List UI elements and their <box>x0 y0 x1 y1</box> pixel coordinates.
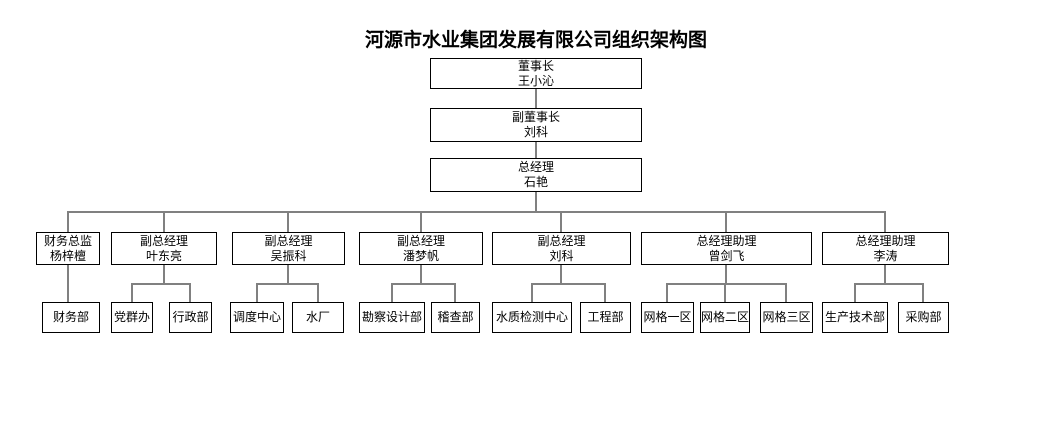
node-dept-0-0: 财务部 <box>42 302 100 333</box>
node-dept-4-0: 水质检测中心 <box>492 302 572 333</box>
connector-line <box>163 265 165 283</box>
connector-line <box>725 211 727 232</box>
dept-label: 工程部 <box>587 310 624 324</box>
dept-label: 稽查部 <box>437 310 474 324</box>
connector-line <box>560 211 562 232</box>
dept-label: 行政部 <box>172 310 209 324</box>
connector-line <box>531 283 533 302</box>
connector-line <box>131 283 133 302</box>
node-manager-0: 财务总监 杨梓檀 <box>36 232 100 265</box>
node-dept-2-0: 调度中心 <box>230 302 284 333</box>
role-label: 董事长 <box>517 58 554 73</box>
node-dept-6-1: 采购部 <box>898 302 949 333</box>
connector-line <box>725 265 727 283</box>
connector-line <box>189 283 191 302</box>
role-label: 总经理 <box>517 160 554 174</box>
node-general-manager: 总经理 石艳 <box>430 158 642 192</box>
connector-line <box>317 283 319 302</box>
dept-label: 水质检测中心 <box>495 310 568 324</box>
connector-line <box>256 283 258 302</box>
node-manager-6: 总经理助理 李涛 <box>822 232 949 265</box>
node-manager-4: 副总经理 刘科 <box>492 232 631 265</box>
role-label: 财务总监 <box>43 233 92 248</box>
connector-line <box>131 283 191 285</box>
role-label: 副董事长 <box>511 110 560 124</box>
dept-label: 生产技术部 <box>824 310 885 324</box>
node-dept-5-2: 网格三区 <box>760 302 813 333</box>
dept-label: 党群办 <box>113 310 150 324</box>
dept-label: 网格二区 <box>701 310 750 324</box>
connector-line <box>67 265 69 302</box>
dept-label: 勘察设计部 <box>361 310 422 324</box>
dept-label: 财务部 <box>52 310 89 324</box>
node-dept-1-1: 行政部 <box>169 302 212 333</box>
dept-label: 采购部 <box>905 310 942 324</box>
connector-line <box>420 265 422 283</box>
connector-line <box>163 211 165 232</box>
person-name: 王小沁 <box>517 73 554 88</box>
node-dept-1-0: 党群办 <box>111 302 153 333</box>
connector-line <box>854 283 856 302</box>
node-dept-6-0: 生产技术部 <box>822 302 888 333</box>
node-manager-5: 总经理助理 曾剑飞 <box>641 232 812 265</box>
role-label: 副总经理 <box>396 233 445 248</box>
role-label: 总经理助理 <box>696 233 757 248</box>
person-name: 杨梓檀 <box>49 248 86 263</box>
chart-title: 河源市水业集团发展有限公司组织架构图 <box>364 29 708 51</box>
connector-line <box>785 283 787 302</box>
node-dept-2-1: 水厂 <box>292 302 344 333</box>
dept-label: 调度中心 <box>232 310 281 324</box>
role-label: 副总经理 <box>537 233 586 248</box>
connector-line <box>884 265 886 283</box>
role-label: 副总经理 <box>264 233 313 248</box>
person-name: 叶东亮 <box>145 248 182 263</box>
node-manager-3: 副总经理 潘梦帆 <box>359 232 483 265</box>
node-dept-5-0: 网格一区 <box>641 302 694 333</box>
person-name: 刘科 <box>523 125 548 139</box>
dept-label: 网格一区 <box>643 310 692 324</box>
connector-line <box>256 283 319 285</box>
connector-line <box>666 283 668 302</box>
role-label: 副总经理 <box>139 233 188 248</box>
node-vice-chairman: 副董事长 刘科 <box>430 108 642 142</box>
connector-line <box>287 211 289 232</box>
person-name: 刘科 <box>549 248 574 263</box>
connector-line <box>67 211 69 232</box>
person-name: 曾剑飞 <box>708 248 745 263</box>
dept-label: 水厂 <box>305 310 330 324</box>
dept-label: 网格三区 <box>762 310 811 324</box>
person-name: 潘梦帆 <box>402 248 439 263</box>
connector-line <box>391 283 456 285</box>
connector-line <box>724 283 726 302</box>
connector-line <box>535 89 537 108</box>
person-name: 吴振科 <box>270 248 307 263</box>
connector-line <box>884 211 886 232</box>
connector-line <box>67 211 886 213</box>
connector-line <box>560 265 562 283</box>
connector-line <box>535 192 537 211</box>
node-dept-4-1: 工程部 <box>580 302 631 333</box>
connector-line <box>287 265 289 283</box>
node-dept-3-1: 稽查部 <box>431 302 480 333</box>
person-name: 石艳 <box>523 175 548 189</box>
connector-line <box>391 283 393 302</box>
role-label: 总经理助理 <box>855 233 916 248</box>
connector-line <box>922 283 924 302</box>
node-chairman: 董事长 王小沁 <box>430 58 642 89</box>
node-manager-2: 副总经理 吴振科 <box>232 232 345 265</box>
connector-line <box>604 283 606 302</box>
node-manager-1: 副总经理 叶东亮 <box>111 232 217 265</box>
connector-line <box>854 283 924 285</box>
connector-line <box>531 283 606 285</box>
person-name: 李涛 <box>873 248 898 263</box>
connector-line <box>454 283 456 302</box>
node-dept-5-1: 网格二区 <box>700 302 750 333</box>
connector-line <box>535 142 537 158</box>
connector-line <box>420 211 422 232</box>
connector-line <box>666 283 787 285</box>
node-dept-3-0: 勘察设计部 <box>359 302 425 333</box>
